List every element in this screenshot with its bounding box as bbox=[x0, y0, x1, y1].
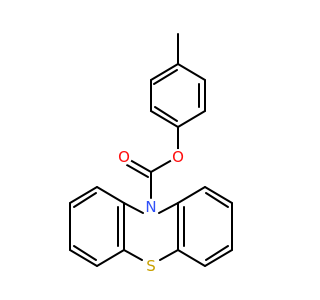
bond-left-ring-3 bbox=[69, 186, 98, 204]
oxygen-carbonyl-label: O bbox=[118, 148, 130, 166]
bond-ring-bottom-1-inner bbox=[154, 106, 178, 122]
oxygen-ether-label: O bbox=[172, 148, 184, 166]
bond-ring-top-1-inner bbox=[153, 69, 178, 85]
bond-left-ring-5-inner bbox=[73, 245, 97, 261]
atom-oxygen-ether: O bbox=[170, 148, 186, 166]
bond-right-ring-3-inner bbox=[205, 192, 229, 208]
bond-right-ring-2 bbox=[177, 186, 206, 204]
bond-ring-bottom-2 bbox=[177, 110, 206, 128]
bond-ring-top-1 bbox=[150, 63, 179, 81]
atom-oxygen-carbonyl: O bbox=[116, 148, 132, 166]
bond-carbonyl-double-b bbox=[126, 164, 149, 178]
bond-left-ring-3-inner bbox=[73, 192, 97, 208]
bond-left-ring-2 bbox=[96, 186, 125, 204]
bond-left-sulfur bbox=[123, 249, 143, 261]
bond-lines bbox=[69, 33, 233, 267]
atom-nitrogen: N bbox=[143, 198, 159, 216]
sulfur-label: S bbox=[146, 257, 156, 275]
bond-oxygen-carbonyl-carbon bbox=[150, 159, 173, 173]
bond-right-ring-5-inner bbox=[205, 245, 229, 261]
molecule-diagram: O O N S bbox=[69, 33, 233, 275]
bond-ring-top-2 bbox=[177, 63, 206, 81]
bond-left-ring-5 bbox=[69, 249, 98, 267]
bond-ring-bottom-1 bbox=[150, 110, 179, 128]
bond-nitrogen-right bbox=[158, 202, 179, 214]
atom-sulfur: S bbox=[143, 257, 159, 275]
bond-right-sulfur bbox=[159, 249, 179, 261]
bond-right-ring-3 bbox=[204, 186, 233, 204]
bond-left-ring-6 bbox=[96, 249, 125, 267]
bond-nitrogen-left bbox=[123, 202, 144, 214]
bond-right-ring-6 bbox=[177, 249, 206, 267]
bond-right-ring-5 bbox=[204, 249, 233, 267]
atom-labels: O O N S bbox=[116, 148, 186, 275]
bond-carbonyl-double-a bbox=[129, 159, 152, 173]
nitrogen-label: N bbox=[145, 198, 156, 216]
